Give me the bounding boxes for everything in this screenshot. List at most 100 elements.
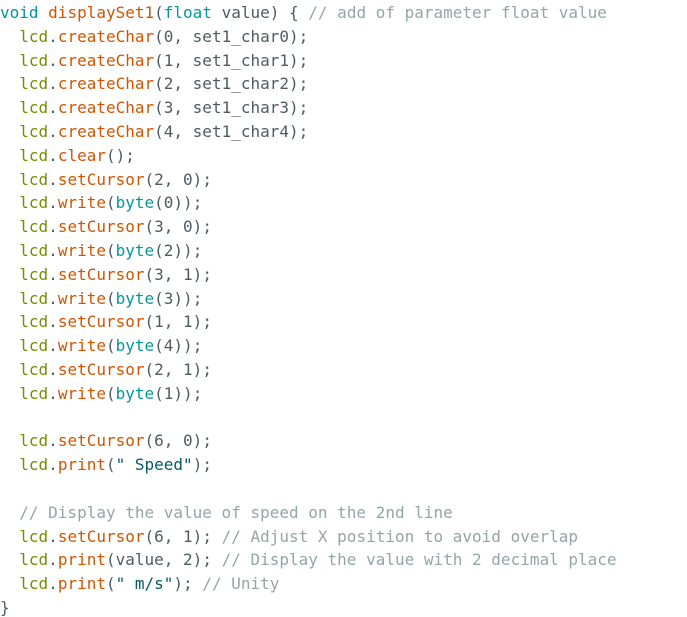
code-object: lcd [19,288,49,308]
code-text: (6, 1); [144,526,222,546]
code-text: ); [173,574,203,594]
code-text [0,289,19,308]
code-object: lcd [19,74,49,94]
code-line[interactable]: ​ [0,406,617,430]
code-text: . [48,359,58,379]
code-text: (0)); [154,193,203,213]
code-line[interactable]: lcd.setCursor(3, 0); [0,215,617,239]
code-text: ( [105,383,116,403]
code-line[interactable]: lcd.createChar(1, set1_char1); [0,49,617,73]
code-text: (3, 1); [144,264,212,284]
code-keyword: byte [115,288,155,308]
code-comment: // Unity [202,574,280,594]
code-line[interactable]: lcd.createChar(4, set1_char4); [0,120,617,144]
code-line[interactable]: void displaySet1(float value) { // add o… [0,1,617,25]
code-function: clear [57,145,106,165]
code-function: print [57,455,106,475]
code-text [0,51,19,70]
code-text [0,170,19,189]
code-object: lcd [19,240,49,260]
code-keyword: byte [115,193,155,213]
code-text [0,550,19,569]
code-line[interactable]: lcd.write(byte(1)); [0,382,617,406]
code-text: (2, 0); [144,169,212,189]
code-text: (4)); [154,336,203,356]
code-line[interactable]: lcd.write(byte(0)); [0,191,617,215]
code-line[interactable]: lcd.print(" m/s"); // Unity [0,572,617,596]
code-line[interactable]: lcd.setCursor(2, 1); [0,358,617,382]
code-function: setCursor [57,264,145,284]
code-function: write [57,240,106,260]
code-line[interactable]: lcd.setCursor(1, 1); [0,310,617,334]
code-function: write [57,288,106,308]
code-text [0,574,19,593]
code-text: . [48,288,58,308]
code-text: value) { [211,3,309,22]
code-text [0,193,19,212]
code-object: lcd [19,26,49,46]
code-function: setCursor [57,312,145,332]
code-line[interactable]: lcd.write(byte(3)); [0,287,617,311]
code-line[interactable]: lcd.setCursor(6, 0); [0,429,617,453]
code-text [39,3,49,22]
code-text: . [48,455,58,475]
code-line[interactable]: lcd.createChar(3, set1_char3); [0,96,617,120]
code-line[interactable]: lcd.print(value, 2); // Display the valu… [0,548,616,572]
code-text: (3, 0); [144,217,212,237]
code-line[interactable]: // Display the value of speed on the 2nd… [0,501,617,525]
code-line[interactable]: lcd.write(byte(2)); [0,239,617,263]
code-keyword: void [0,3,39,22]
code-text [0,312,19,331]
code-line[interactable]: lcd.setCursor(6, 1); // Adjust X positio… [0,525,617,549]
code-text: . [48,240,58,260]
code-object: lcd [19,193,49,213]
code-text: . [48,336,58,356]
code-line[interactable]: } [0,596,617,617]
code-string: " Speed" [115,455,193,475]
code-text: (); [105,145,135,165]
code-line[interactable]: lcd.write(byte(4)); [0,334,617,358]
code-string: " m/s" [115,574,174,594]
code-object: lcd [19,359,49,379]
code-text: . [48,121,58,141]
code-text: (1)); [154,383,203,403]
code-text: . [48,193,58,213]
code-line[interactable]: ​ [0,477,617,501]
code-function: print [57,574,106,594]
code-text: ( [105,336,116,356]
code-text [0,98,19,117]
code-line[interactable]: lcd.setCursor(2, 0); [0,168,617,192]
code-text: . [48,383,58,403]
code-text [0,336,19,355]
code-text: . [48,574,58,594]
code-text: (value, 2); [105,550,222,570]
code-text: ( [105,193,116,213]
code-line[interactable]: lcd.print(" Speed"); [0,453,617,477]
code-line[interactable]: lcd.createChar(2, set1_char2); [0,72,617,96]
code-function: write [57,336,106,356]
code-line[interactable]: lcd.clear(); [0,144,617,168]
code-text [0,265,19,284]
code-line[interactable]: lcd.setCursor(3, 1); [0,263,617,287]
code-function: setCursor [57,169,145,189]
code-text: . [48,264,58,284]
code-text: ); [192,455,212,475]
code-text: . [48,526,58,546]
code-object: lcd [19,121,49,141]
code-text [0,384,19,403]
code-text: . [48,98,58,118]
code-object: lcd [19,336,49,356]
code-text [0,217,19,236]
code-block[interactable]: void displaySet1(float value) { // add o… [0,1,617,617]
code-function: createChar [57,98,155,118]
code-text [0,74,19,93]
code-text: } [0,597,10,617]
code-keyword: byte [115,336,155,356]
code-function: createChar [57,50,155,70]
code-text: ( [105,455,116,475]
code-object: lcd [19,574,49,594]
code-line[interactable]: lcd.createChar(0, set1_char0); [0,25,617,49]
code-function: write [57,383,106,403]
code-function: setCursor [57,359,145,379]
